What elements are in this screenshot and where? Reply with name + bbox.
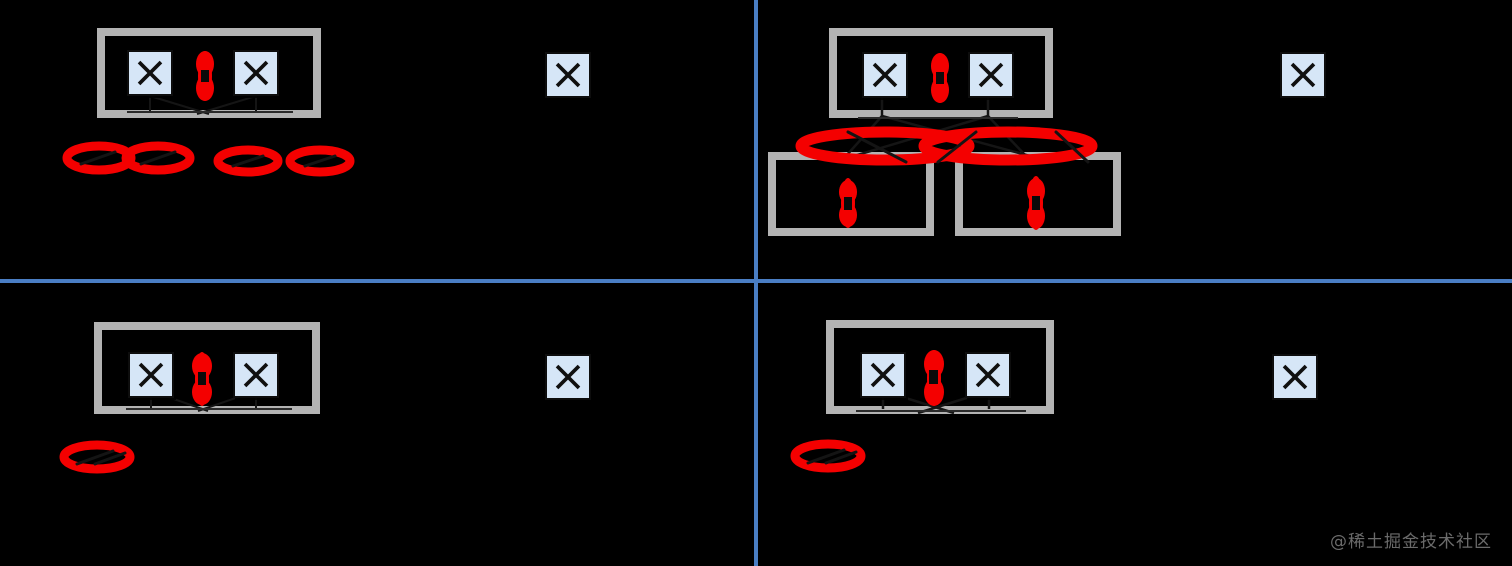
x-mark-icon — [555, 364, 581, 390]
top-right-quadrant — [758, 0, 1512, 279]
gray-frame-top-right — [829, 28, 1053, 118]
red-ellipse-group-br — [790, 430, 904, 476]
x-node-tl-standalone[interactable] — [545, 52, 591, 98]
x-node-tl-1[interactable] — [127, 50, 173, 96]
x-mark-icon — [137, 60, 163, 86]
x-node-tr-1[interactable] — [862, 52, 908, 98]
top-left-quadrant — [0, 0, 754, 279]
x-mark-icon — [978, 62, 1004, 88]
x-node-bl-2[interactable] — [233, 352, 279, 398]
watermark: @稀土掘金技术社区 — [1330, 532, 1492, 552]
x-mark-icon — [555, 62, 581, 88]
bottom-left-quadrant — [0, 283, 754, 566]
x-mark-icon — [243, 60, 269, 86]
x-node-tr-standalone[interactable] — [1280, 52, 1326, 98]
horizontal-divider — [0, 279, 1512, 283]
bottom-right-quadrant — [758, 283, 1512, 566]
x-node-bl-standalone[interactable] — [545, 354, 591, 400]
x-mark-icon — [243, 362, 269, 388]
x-mark-icon — [872, 62, 898, 88]
red-ellipse-group-tl — [55, 132, 375, 186]
lower-frame-left-top-right — [768, 152, 934, 236]
x-node-tr-2[interactable] — [968, 52, 1014, 98]
x-node-bl-1[interactable] — [128, 352, 174, 398]
x-node-br-standalone[interactable] — [1272, 354, 1318, 400]
x-mark-icon — [975, 362, 1001, 388]
red-ellipse-group-bl — [55, 431, 165, 477]
x-node-br-1[interactable] — [860, 352, 906, 398]
x-mark-icon — [870, 362, 896, 388]
x-mark-icon — [1282, 364, 1308, 390]
x-node-tl-2[interactable] — [233, 50, 279, 96]
vertical-divider — [754, 0, 758, 566]
x-mark-icon — [1290, 62, 1316, 88]
lower-frame-right-top-right — [955, 152, 1121, 236]
x-node-br-2[interactable] — [965, 352, 1011, 398]
x-mark-icon — [138, 362, 164, 388]
